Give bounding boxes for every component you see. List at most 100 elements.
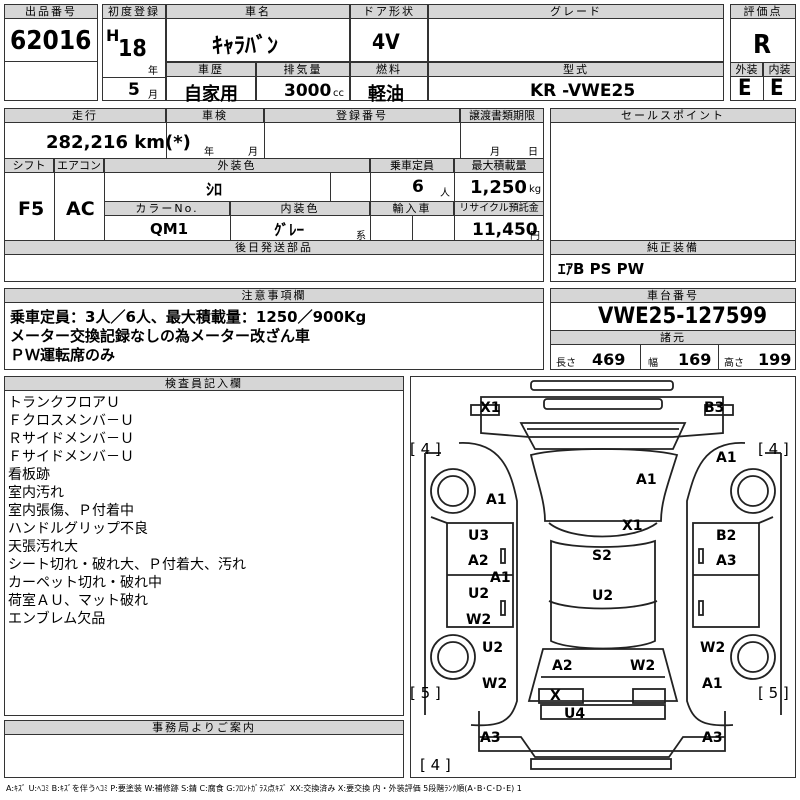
inspector-line: 荷室ＡＵ、マット破れ [8,593,148,609]
equipment-label: 純正装備 [550,240,796,255]
transfer-day-unit: 日 [528,147,538,158]
displacement-unit: cc [333,88,344,99]
inspector-line: エンブレム欠品 [8,611,106,627]
damage-mark: X1 [480,400,501,416]
inspector-line: 室内張傷、Ｐ付着中 [8,503,134,519]
transfer-label: 譲渡書類期限 [460,108,544,123]
inspector-line: Ｆサイドメンバ－Ｕ [8,449,134,465]
doors-label: ドア形状 [350,4,428,19]
era: H [106,26,120,45]
tire-label: [ 5 ] [410,684,441,702]
equipment-text: ｴｱB PS PW [558,260,645,278]
int-color-suffix: 系 [356,231,366,242]
model-label: 型式 [428,62,724,77]
exterior-value: E [738,76,752,101]
damage-mark: S2 [592,548,612,564]
length-value: 469 [592,350,626,369]
note-line: メーター交換記録なしの為メーター改ざん車 [10,327,311,345]
inspector-line: 室内汚れ [8,485,64,501]
note-line: ＰＷ運転席のみ [10,346,116,364]
damage-mark: A1 [636,472,657,488]
registration-month: 5 [128,80,140,100]
office-label: 事務局よりご案内 [4,720,404,735]
recycle-label: リサイクル預託金 [454,201,544,216]
damage-mark: W2 [630,658,656,674]
recycle-unit: 円 [530,231,540,242]
color-no-value: QM1 [150,220,189,238]
damage-mark: U4 [564,706,586,722]
inspector-line: 天張汚れ大 [8,539,78,555]
damage-mark: W2 [700,640,726,656]
mileage-value: 282,216 km(*) [46,132,191,153]
height-value: 199 [758,350,792,369]
height-label: 高さ [724,358,744,369]
damage-mark: U3 [468,528,490,544]
ext-color-value: ｼﾛ [206,180,223,199]
history-value: 自家用 [184,84,238,105]
damage-mark: U2 [592,588,614,604]
model-value: KR -VWE25 [530,81,636,101]
damage-mark: W2 [482,676,508,692]
car-name: ｷｬﾗﾊﾞﾝ [212,34,279,59]
inspector-label: 検査員記入欄 [4,376,404,391]
notes-label: 注意事項欄 [4,288,544,303]
inspector-line: Ｆクロスメンバ－Ｕ [8,413,134,429]
width-value: 169 [678,350,712,369]
damage-mark: B3 [704,400,725,416]
mileage-label: 走行 [4,108,166,123]
ac-label: エアコン [54,158,104,173]
dims-label: 諸元 [550,330,796,345]
damage-mark: X1 [622,518,643,534]
inspection-month-unit: 月 [248,147,258,158]
damage-mark: A3 [480,730,501,746]
transfer-month-unit: 月 [490,147,500,158]
lot-number: 62016 [10,26,92,56]
damage-mark: A3 [702,730,723,746]
damage-mark: U2 [468,586,490,602]
max-load-value: 1,250 [470,177,527,198]
inspection-label: 車検 [166,108,264,123]
interior-value: E [770,76,784,101]
year-unit: 年 [148,66,158,77]
displacement-value: 3000 [284,81,332,101]
inspector-line: ハンドルグリップ不良 [8,521,148,537]
note-line: 乗車定員：3人／6人、最大積載量：1250／900Kg [10,308,367,326]
recycle-value: 11,450 [472,220,538,240]
damage-mark: U2 [482,640,504,656]
later-parts-label: 後日発送部品 [4,240,544,255]
int-color-label: 内装色 [230,201,370,216]
exterior-label: 外装 [730,62,763,77]
damage-diagram [410,376,796,778]
score-value: R [753,30,772,60]
capacity-unit: 人 [440,188,450,199]
inspector-line: トランクフロアＵ [8,395,120,411]
inspector-line: カーペット切れ・破れ中 [8,575,162,591]
shift-value: F5 [18,198,45,220]
lot-label: 出品番号 [4,4,98,19]
damage-mark: A1 [702,676,723,692]
ext-color-label: 外装色 [104,158,370,173]
inspector-line: Ｒサイドメンバ－Ｕ [8,431,134,447]
sales-point-block [550,108,796,282]
tire-label: [ 4 ] [410,440,441,458]
int-color-value: ｸﾞﾚｰ [274,221,305,239]
damage-mark: A2 [552,658,573,674]
max-load-unit: kg [529,184,542,195]
sales-point-label: セールスポイント [550,108,796,123]
damage-mark: W2 [466,612,492,628]
grade-label: グレード [428,4,724,19]
chassis-label: 車台番号 [550,288,796,303]
legend: A:ｷｽﾞ U:ﾍｺﾐ B:ｷｽﾞを伴うﾍｺﾐ P:要塗装 W:補修跡 S:錆 … [6,784,522,793]
tire-label: [ 4 ] [420,756,451,774]
damage-mark: A3 [716,553,737,569]
interior-label: 内装 [763,62,796,77]
inspection-year-unit: 年 [204,147,214,158]
length-label: 長さ [556,358,576,369]
width-label: 幅 [648,358,658,369]
car-outline [424,380,782,770]
damage-mark: B2 [716,528,737,544]
max-load-label: 最大積載量 [454,158,544,173]
registration-year: 18 [118,36,147,62]
month-unit: 月 [148,90,158,101]
damage-mark: A2 [468,553,489,569]
